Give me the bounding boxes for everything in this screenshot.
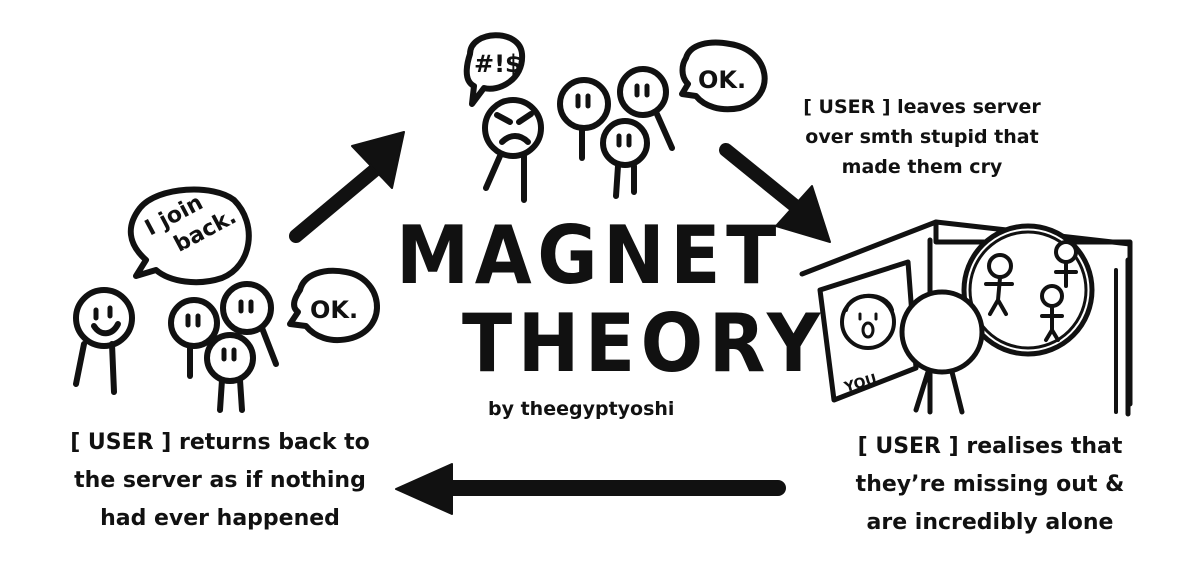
- arrow-left: [395, 463, 786, 515]
- smiling-stick-figure: [73, 287, 135, 395]
- lonely-room-scene: YOU: [799, 219, 1133, 417]
- top-figure-front: [600, 118, 650, 199]
- author-byline: by theegyptyoshi: [488, 398, 675, 420]
- top-ok-text: OK.: [698, 66, 746, 94]
- caption-line: over smth stupid that: [805, 126, 1039, 148]
- angry-speech-bubble: #!$: [463, 32, 526, 107]
- caption-line: they’re missing out &: [855, 472, 1125, 497]
- left-ok-speech-bubble: OK.: [287, 267, 380, 344]
- top-ok-speech-bubble: OK.: [679, 39, 768, 113]
- title-theory: THEORY: [462, 297, 826, 390]
- caption-returns-back: [ USER ] returns back to the server as i…: [20, 424, 420, 538]
- angry-stick-figure: [482, 97, 544, 203]
- caption-line: made them cry: [841, 156, 1003, 178]
- arrow-up-right: [289, 131, 405, 243]
- top-figure-back: [617, 66, 675, 151]
- caption-leaves-server: [ USER ] leaves server over smth stupid …: [772, 92, 1072, 182]
- window-friend-2: [1054, 240, 1078, 288]
- caption-realises-alone: [ USER ] realises that they’re missing o…: [800, 428, 1180, 542]
- join-back-speech-bubble: I join back.: [127, 186, 252, 286]
- left-ok-text: OK.: [310, 296, 358, 324]
- lonely-stick-figure: [899, 289, 985, 415]
- window-friend-3: [1040, 284, 1064, 342]
- arrow-down-right: [719, 143, 831, 243]
- left-figure-middle: [204, 332, 256, 413]
- caption-line: had ever happened: [100, 506, 340, 531]
- caption-line: are incredibly alone: [866, 510, 1114, 535]
- left-figure-front: [168, 297, 220, 379]
- left-figure-back: [220, 281, 279, 367]
- angry-bubble-text: #!$: [474, 50, 522, 78]
- caption-line: [ USER ] returns back to: [70, 430, 370, 455]
- window-friend-1: [984, 253, 1014, 316]
- top-figure-left: [557, 77, 611, 161]
- title-magnet: MAGNET: [396, 209, 782, 302]
- caption-line: [ USER ] leaves server: [803, 96, 1041, 118]
- caption-line: [ USER ] realises that: [857, 434, 1123, 459]
- caption-line: the server as if nothing: [74, 468, 366, 493]
